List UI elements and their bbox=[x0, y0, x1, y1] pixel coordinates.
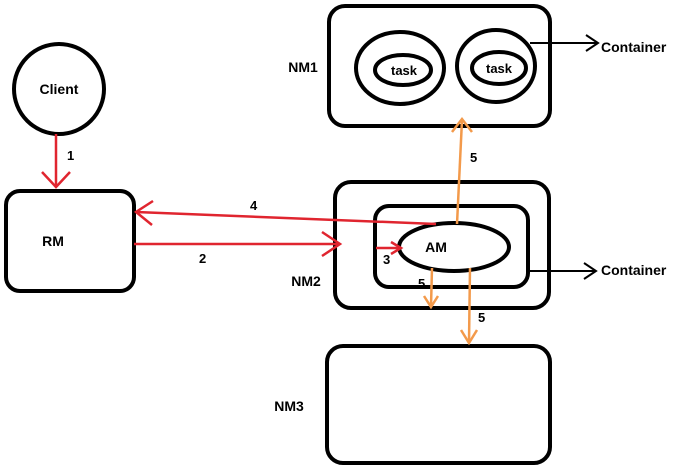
step-5-nm1-label: 5 bbox=[470, 150, 477, 165]
client-label: Client bbox=[40, 81, 79, 97]
nm1-label: NM1 bbox=[288, 59, 318, 75]
client-node: Client bbox=[12, 42, 106, 136]
arrow-step-1 bbox=[41, 134, 71, 189]
task-left-label: task bbox=[391, 63, 418, 78]
container-mid-label: Container bbox=[601, 262, 667, 278]
step-2-label: 2 bbox=[199, 251, 206, 266]
task-right-label: task bbox=[486, 61, 513, 76]
arrow-step-5-nm2 bbox=[422, 267, 440, 310]
step-5-nm3-label: 5 bbox=[478, 310, 485, 325]
nm3-node: NM3 bbox=[274, 344, 552, 465]
arrow-step-3 bbox=[376, 240, 404, 256]
am-label: AM bbox=[425, 239, 447, 255]
step-3-label: 3 bbox=[383, 252, 390, 267]
nm3-label: NM3 bbox=[274, 398, 304, 414]
arrow-step-2 bbox=[134, 230, 343, 258]
container-top-label: Container bbox=[601, 39, 667, 55]
rm-node: RM bbox=[4, 189, 136, 293]
container-mid-arrow bbox=[528, 262, 598, 280]
arrow-step-5-nm3 bbox=[459, 267, 479, 346]
container-top-arrow bbox=[530, 34, 600, 52]
nm2-label: NM2 bbox=[291, 273, 321, 289]
step-5-nm2-label: 5 bbox=[418, 276, 425, 291]
arrow-step-5-nm1 bbox=[451, 116, 473, 225]
nm1-node: NM1 task task bbox=[288, 4, 552, 128]
step-1-label: 1 bbox=[67, 148, 74, 163]
step-4-label: 4 bbox=[250, 198, 258, 213]
arrow-step-4 bbox=[133, 199, 437, 226]
rm-label: RM bbox=[42, 233, 64, 249]
